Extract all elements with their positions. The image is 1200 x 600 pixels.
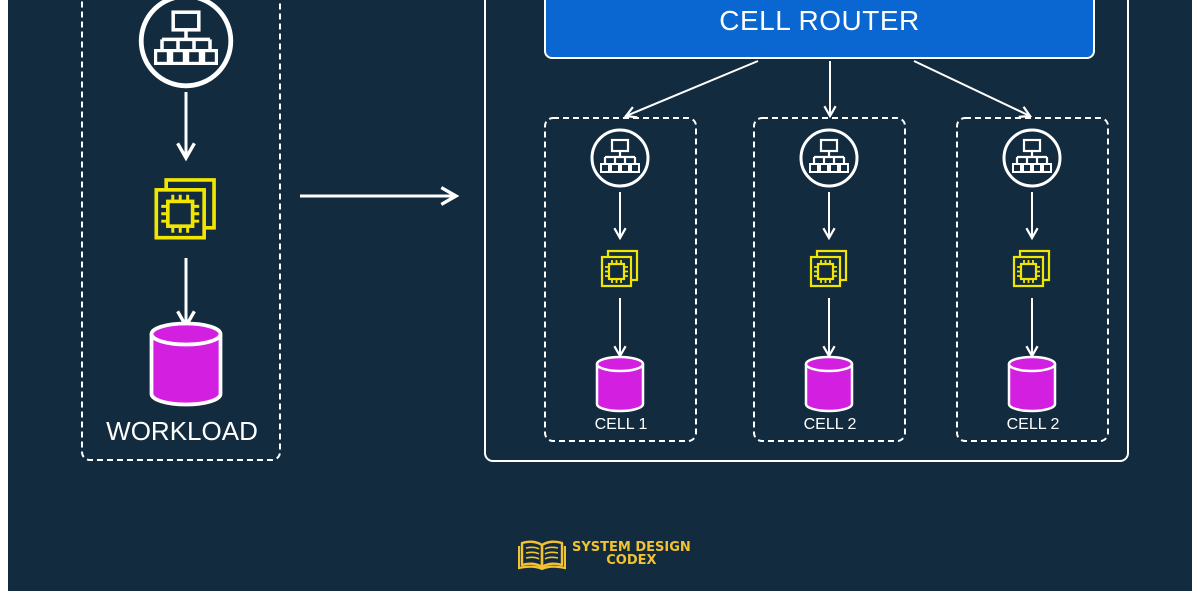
diagram-svg <box>81 0 1129 462</box>
cell-2-compute-icon <box>809 249 848 288</box>
cell-1-label: CELL 1 <box>594 416 648 433</box>
cell-1-compute-icon <box>600 249 639 288</box>
cell-router-label: CELL ROUTER <box>719 5 920 36</box>
cell-3-load-balancer-icon <box>1002 128 1062 188</box>
workload-container <box>81 0 281 461</box>
cell-3-container <box>956 117 1109 442</box>
workload-database-icon <box>149 321 223 407</box>
router-to-cell-1-arrow <box>623 60 759 119</box>
workload-load-balancer-icon <box>138 0 234 89</box>
cell-1-load-balancer-icon <box>590 128 650 188</box>
diagram-canvas: CELL ROUTER WORKLOAD CELL 1 CELL 2 CELL … <box>8 0 1192 591</box>
cell-2-container <box>753 117 906 442</box>
brand-line-2: CODEX <box>606 553 657 568</box>
open-book-icon <box>518 540 566 570</box>
cell-architecture-container <box>484 0 1129 462</box>
cell-3-label: CELL 2 <box>1006 416 1060 433</box>
cell-1-database-icon <box>595 355 645 413</box>
brand-text: SYSTEM DESIGN CODEX <box>572 541 691 567</box>
workload-label: WORKLOAD <box>106 416 258 446</box>
brand-line-1: SYSTEM DESIGN <box>572 540 691 555</box>
router-to-cell-3-arrow <box>913 60 1033 118</box>
cell-2-label: CELL 2 <box>803 416 857 433</box>
brand-logo: SYSTEM DESIGN CODEX <box>518 538 691 570</box>
workload-compute-icon <box>154 178 216 240</box>
cell-3-database-icon <box>1007 355 1057 413</box>
cell-2-database-icon <box>804 355 854 413</box>
cell-router-box: CELL ROUTER <box>544 0 1095 59</box>
cell-2-load-balancer-icon <box>799 128 859 188</box>
cell-1-container <box>544 117 697 442</box>
cell-3-compute-icon <box>1012 249 1051 288</box>
